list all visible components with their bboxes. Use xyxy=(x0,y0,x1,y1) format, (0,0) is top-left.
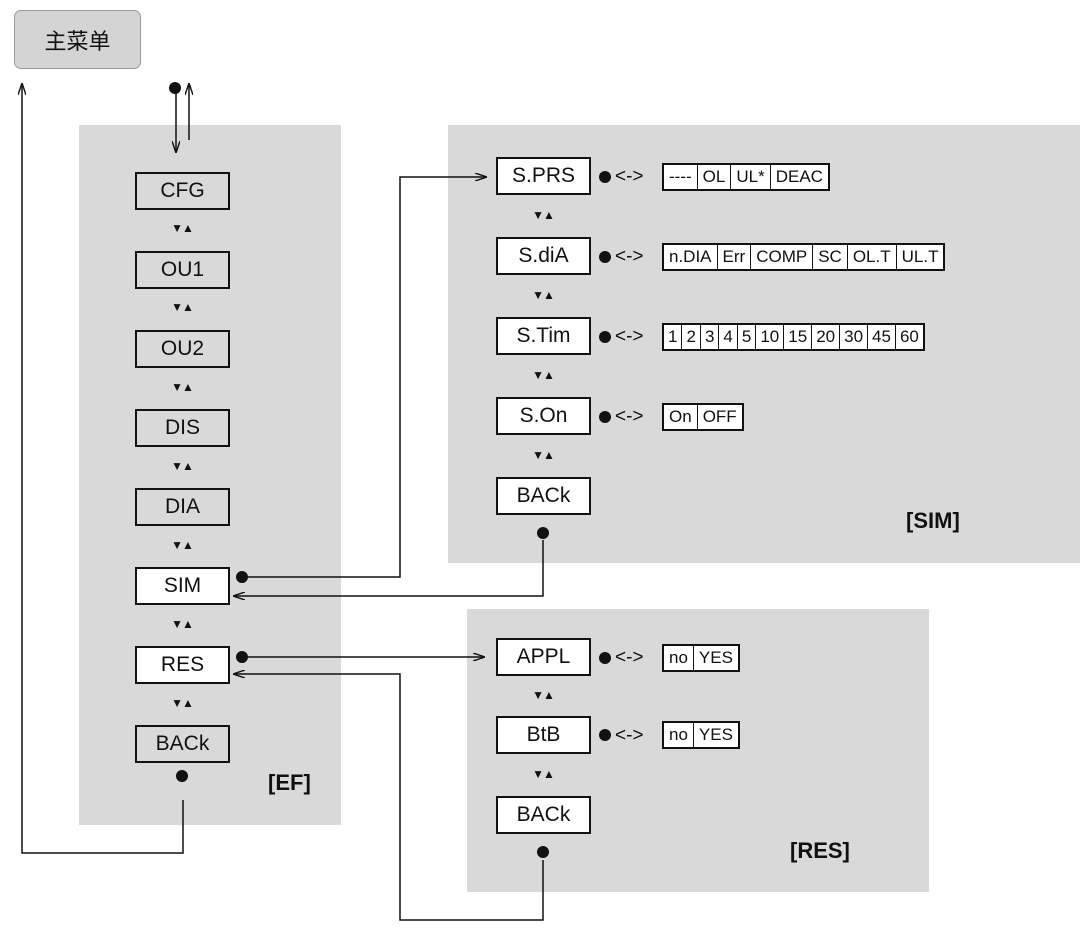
res-bullet xyxy=(236,651,248,663)
updown-icon: ▼▲ xyxy=(532,288,555,302)
updown-icon: ▼▲ xyxy=(171,696,194,710)
updown-icon: ▼▲ xyxy=(532,688,555,702)
option[interactable]: 30 xyxy=(839,325,867,349)
updown-icon: ▼▲ xyxy=(171,617,194,631)
option[interactable]: n.DIA xyxy=(669,247,712,266)
ef-item-res[interactable]: RES xyxy=(135,646,230,684)
sim-item-sprs[interactable]: S.PRS xyxy=(496,157,591,195)
ef-panel xyxy=(79,125,341,825)
option[interactable]: no xyxy=(669,648,688,667)
sdia-bullet xyxy=(599,251,611,263)
double-arrow-icon: <-> xyxy=(615,246,644,267)
option[interactable]: 45 xyxy=(867,325,895,349)
ef-item-ou2[interactable]: OU2 xyxy=(135,330,230,368)
entry-bullet xyxy=(169,82,181,94)
res-panel-label: [RES] xyxy=(790,838,850,863)
sim-enter-line xyxy=(248,177,486,578)
sim-back-bullet xyxy=(537,527,549,539)
option[interactable]: 3 xyxy=(699,325,718,349)
option[interactable]: 5 xyxy=(736,325,755,349)
ef-item-cfg[interactable]: CFG xyxy=(135,172,230,210)
option[interactable]: Err xyxy=(716,245,751,269)
option[interactable]: 10 xyxy=(755,325,783,349)
ef-back-bullet xyxy=(176,770,188,782)
option[interactable]: UL.T xyxy=(895,245,944,269)
updown-icon: ▼▲ xyxy=(171,300,194,314)
double-arrow-icon: <-> xyxy=(615,166,644,187)
option[interactable]: OL xyxy=(696,165,731,189)
double-arrow-icon: <-> xyxy=(615,326,644,347)
ef-panel-label: [EF] xyxy=(268,770,311,795)
res-item-btb[interactable]: BtB xyxy=(496,716,591,754)
option[interactable]: ---- xyxy=(669,167,692,186)
appl-bullet xyxy=(599,652,611,664)
appl-options: no YES xyxy=(662,644,740,672)
back-to-main-line xyxy=(22,84,184,854)
stim-bullet xyxy=(599,331,611,343)
double-arrow-icon: <-> xyxy=(615,725,644,746)
option[interactable]: 1 xyxy=(668,327,678,346)
option[interactable]: YES xyxy=(692,723,738,747)
ef-item-dis[interactable]: DIS xyxy=(135,409,230,447)
sim-item-sdia[interactable]: S.diA xyxy=(496,237,591,275)
sim-item-stim[interactable]: S.Tim xyxy=(496,317,591,355)
btb-bullet xyxy=(599,729,611,741)
stim-options: 1 2 3 4 5 10 15 20 30 45 60 xyxy=(662,323,925,351)
option[interactable]: UL* xyxy=(730,165,769,189)
updown-icon: ▼▲ xyxy=(171,538,194,552)
res-item-appl[interactable]: APPL xyxy=(496,638,591,676)
ef-item-dia[interactable]: DIA xyxy=(135,488,230,526)
updown-icon: ▼▲ xyxy=(171,380,194,394)
updown-icon: ▼▲ xyxy=(171,459,194,473)
option[interactable]: 2 xyxy=(681,325,699,349)
option[interactable]: On xyxy=(669,407,692,426)
option[interactable]: 20 xyxy=(811,325,839,349)
option[interactable]: no xyxy=(669,725,688,744)
sprs-options: ---- OL UL* DEAC xyxy=(662,163,830,191)
sdia-options: n.DIA Err COMP SC OL.T UL.T xyxy=(662,243,946,271)
ef-item-sim[interactable]: SIM xyxy=(135,567,230,605)
res-back-bullet xyxy=(537,846,549,858)
sim-return-line xyxy=(234,540,544,596)
sim-item-back[interactable]: BACk xyxy=(496,477,591,515)
option[interactable]: DEAC xyxy=(769,165,828,189)
double-arrow-icon: <-> xyxy=(615,406,644,427)
res-return-line xyxy=(234,674,544,921)
sim-bullet xyxy=(236,571,248,583)
updown-icon: ▼▲ xyxy=(171,221,194,235)
ef-item-back[interactable]: BACk xyxy=(135,725,230,763)
updown-icon: ▼▲ xyxy=(532,208,555,222)
option[interactable]: COMP xyxy=(750,245,812,269)
son-bullet xyxy=(599,411,611,423)
son-options: On OFF xyxy=(662,403,744,431)
option[interactable]: YES xyxy=(692,646,738,670)
updown-icon: ▼▲ xyxy=(532,448,555,462)
sim-item-son[interactable]: S.On xyxy=(496,397,591,435)
ef-item-ou1[interactable]: OU1 xyxy=(135,251,230,289)
option[interactable]: 60 xyxy=(894,325,923,349)
btb-options: no YES xyxy=(662,721,740,749)
option[interactable]: 4 xyxy=(718,325,736,349)
main-menu-button[interactable]: 主菜单 xyxy=(14,10,141,69)
option[interactable]: OL.T xyxy=(846,245,896,269)
res-item-back[interactable]: BACk xyxy=(496,796,591,834)
option[interactable]: 15 xyxy=(783,325,811,349)
sprs-bullet xyxy=(599,171,611,183)
sim-panel-label: [SIM] xyxy=(906,508,960,533)
double-arrow-icon: <-> xyxy=(615,647,644,668)
updown-icon: ▼▲ xyxy=(532,368,555,382)
option[interactable]: SC xyxy=(812,245,847,269)
updown-icon: ▼▲ xyxy=(532,767,555,781)
option[interactable]: OFF xyxy=(696,405,742,429)
